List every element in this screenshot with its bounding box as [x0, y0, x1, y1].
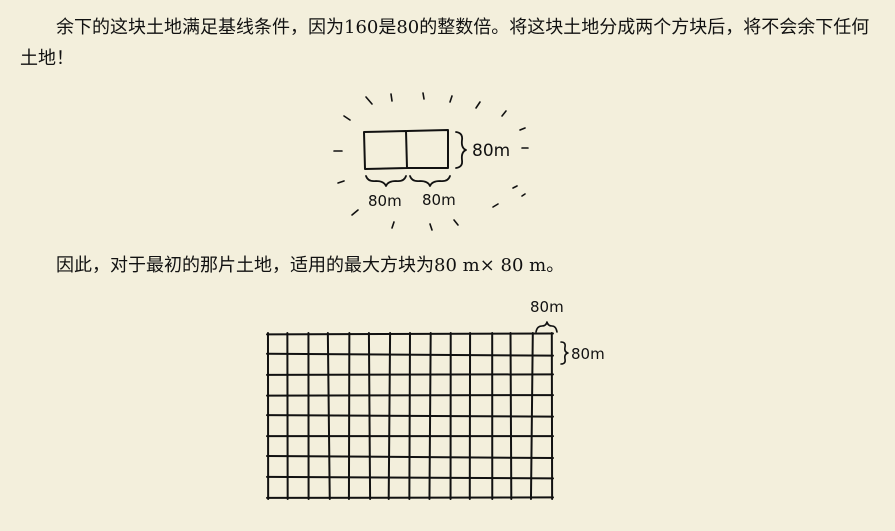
grid-horizontal-line	[266, 475, 554, 480]
width-label-right: 80m	[422, 191, 456, 209]
width-brace-right	[409, 175, 451, 187]
grid-horizontal-line	[266, 496, 554, 499]
grid-lines	[266, 332, 554, 500]
squares	[363, 129, 449, 170]
grid-horizontal-line	[266, 394, 554, 397]
grid-horizontal-line	[266, 352, 554, 357]
grid-horizontal-line	[266, 373, 554, 376]
paragraph-largest-square: 因此，对于最初的那片土地，适用的最大方块为80 m× 80 m。	[56, 255, 565, 276]
burst-rays	[333, 92, 529, 231]
grid-horizontal-line	[266, 454, 554, 460]
width-label-left: 80m	[368, 192, 402, 210]
width-brace-left	[365, 175, 407, 187]
grid-horizontal-line	[266, 332, 554, 336]
two-squares-figure: 80m 80m 80m	[333, 92, 529, 231]
paragraph-baseline-condition: 余下的这块土地满足基线条件，因为160是80的整数倍。将这块土地分成两个方块后，…	[20, 17, 870, 69]
grid-side-brace	[560, 341, 569, 365]
grid-top-brace	[535, 321, 558, 333]
height-label: 80m	[472, 141, 510, 161]
grid-horizontal-line	[266, 414, 554, 418]
grid-top-label: 80m	[530, 298, 564, 316]
height-brace	[455, 131, 467, 169]
grid-figure: 80m 80m	[266, 298, 605, 500]
grid-side-label: 80m	[571, 345, 605, 363]
